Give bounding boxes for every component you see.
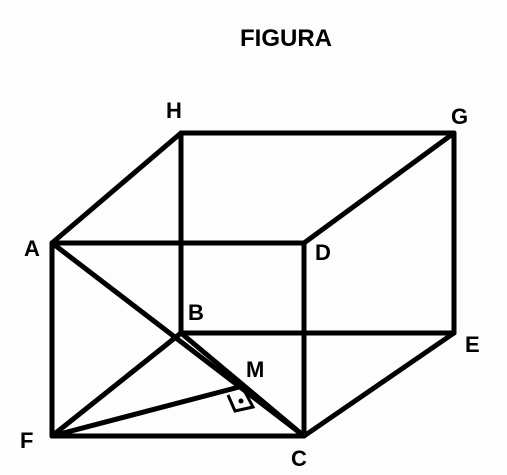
vertex-label-E: E bbox=[465, 332, 480, 357]
right-angle-marker bbox=[226, 389, 256, 413]
segment-FM bbox=[49, 383, 246, 439]
vertex-label-H: H bbox=[166, 98, 182, 123]
vertex-label-M: M bbox=[246, 357, 264, 382]
vertex-label-A: A bbox=[24, 236, 40, 261]
right-angle-dot bbox=[238, 398, 244, 404]
vertex-label-B: B bbox=[188, 300, 204, 325]
edge-CE bbox=[301, 330, 457, 439]
edge-AH bbox=[49, 130, 184, 246]
vertex-label-D: D bbox=[315, 240, 331, 265]
vertex-label-C: C bbox=[291, 446, 307, 471]
edge-FB bbox=[49, 330, 184, 439]
figure-title: FIGURA bbox=[240, 25, 332, 52]
edge-DG bbox=[301, 130, 457, 246]
vertex-label-G: G bbox=[451, 104, 468, 129]
vertex-label-F: F bbox=[20, 428, 33, 453]
